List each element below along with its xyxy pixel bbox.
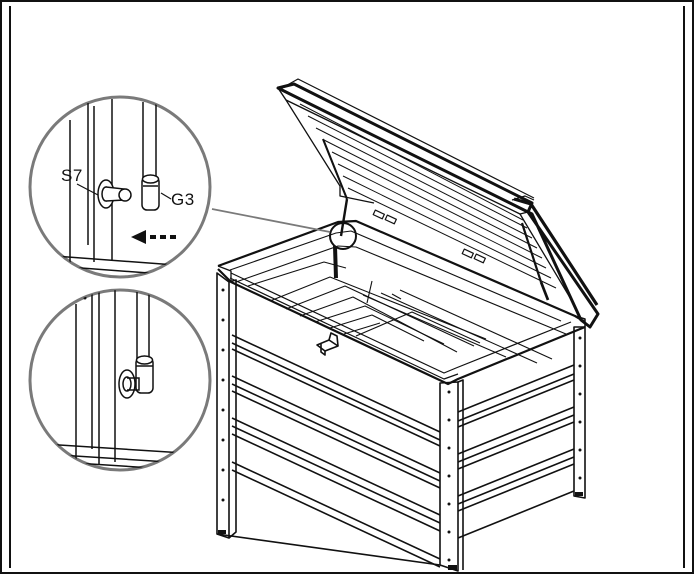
bolt-holes: [221, 288, 582, 562]
dashed-left-arrow-icon: [131, 230, 176, 244]
part-label-s7: S7: [61, 166, 83, 185]
side-panels: [457, 364, 575, 539]
bottom-detail-view: [28, 288, 212, 472]
leader-line: [211, 208, 331, 233]
storage-box: [216, 78, 600, 572]
part-label-g3: G3: [171, 190, 195, 209]
lid-gas-strut: [322, 138, 348, 200]
box-interior: [235, 245, 567, 364]
detail-focus-circle: [329, 222, 357, 250]
lock-latch-icon: [316, 332, 339, 356]
right-gas-strut: [520, 222, 543, 283]
hinge-icon: [372, 209, 486, 264]
corner-posts: [216, 272, 586, 572]
top-detail-view: S7 G3: [28, 95, 212, 279]
front-panels: [216, 334, 441, 568]
lid-frame: [276, 82, 600, 329]
